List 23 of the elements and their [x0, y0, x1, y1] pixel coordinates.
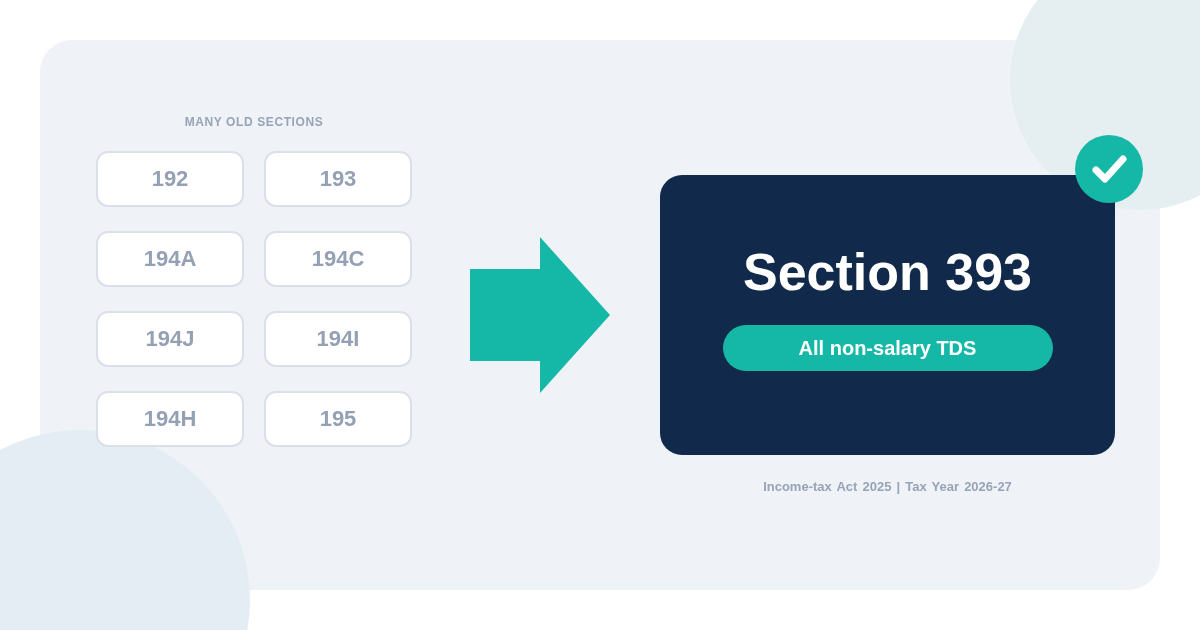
- pill-label: All non-salary TDS: [798, 336, 977, 360]
- section-number: 194A: [143, 246, 197, 272]
- pill-badge: [722, 325, 1053, 371]
- group-heading: MANY OLD SECTIONS: [184, 114, 324, 131]
- section-card: [660, 175, 1115, 455]
- section-box: [96, 311, 244, 367]
- section-box: [96, 231, 244, 287]
- section-number: 194J: [145, 326, 195, 352]
- section-box: [264, 391, 412, 447]
- section-number: 195: [319, 406, 357, 432]
- section-box: [264, 231, 412, 287]
- block-arrow: [470, 237, 610, 393]
- section-number: 194I: [316, 326, 360, 352]
- section-number: 192: [151, 166, 189, 192]
- section-box: [96, 151, 244, 207]
- section-number: 194H: [143, 406, 197, 432]
- section-number: 193: [319, 166, 357, 192]
- section-box: [264, 151, 412, 207]
- card-title: Section 393: [743, 242, 1032, 302]
- section-box: [264, 311, 412, 367]
- section-box: [96, 391, 244, 447]
- footnote: Income-tax Act 2025 | Tax Year 2026-27: [763, 479, 1012, 494]
- section-number: 194C: [311, 246, 365, 272]
